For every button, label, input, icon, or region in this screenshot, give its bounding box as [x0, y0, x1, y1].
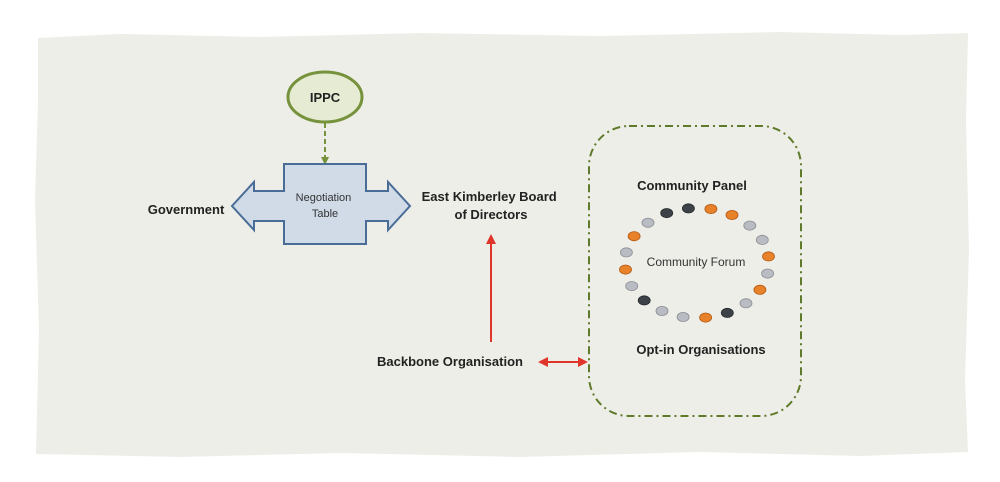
negotiation-table-label: Negotiation Table	[296, 192, 355, 220]
background-panel	[35, 32, 969, 457]
community-boundary	[588, 125, 802, 417]
community-panel-label: Community Panel	[637, 178, 747, 193]
forum-member-dot-gray	[625, 281, 639, 292]
forum-member-dot-dark	[637, 295, 651, 306]
forum-member-dot-dark	[720, 307, 734, 318]
board-line-2: of Directors	[455, 207, 528, 222]
community-forum-ring	[619, 203, 775, 323]
negotiation-table-line-2: Table	[312, 208, 338, 220]
forum-member-dot-gray	[620, 247, 633, 258]
forum-member-dot-gray	[755, 234, 769, 245]
forum-member-dot-orange	[725, 209, 739, 220]
government-label: Government	[148, 202, 225, 217]
forum-member-dot-gray	[743, 220, 757, 231]
forum-member-dot-gray	[676, 311, 690, 322]
forum-member-dot-orange	[627, 231, 641, 242]
forum-member-dot-gray	[761, 268, 774, 279]
forum-member-dot-orange	[619, 264, 632, 275]
community-forum-label: Community Forum	[647, 255, 746, 269]
board-line-1: East Kimberley Board	[422, 189, 557, 204]
forum-member-dot-orange	[762, 251, 775, 262]
forum-member-dot-orange	[753, 284, 767, 295]
ippc-node	[286, 70, 364, 124]
ippc-label: IPPC	[310, 90, 341, 105]
backbone-label: Backbone Organisation	[377, 354, 523, 369]
forum-member-dot-dark	[682, 203, 695, 214]
forum-member-dot-orange	[699, 312, 712, 323]
forum-member-dot-orange	[704, 203, 718, 214]
forum-member-dot-gray	[641, 217, 655, 228]
forum-member-dot-gray	[655, 305, 669, 316]
opt-in-label: Opt-in Organisations	[636, 342, 765, 357]
forum-member-dot-gray	[739, 298, 753, 309]
forum-member-dot-dark	[660, 208, 674, 219]
board-label: East Kimberley Board of Directors	[422, 189, 561, 222]
negotiation-table-node	[230, 163, 412, 245]
negotiation-table-line-1: Negotiation	[296, 192, 352, 204]
